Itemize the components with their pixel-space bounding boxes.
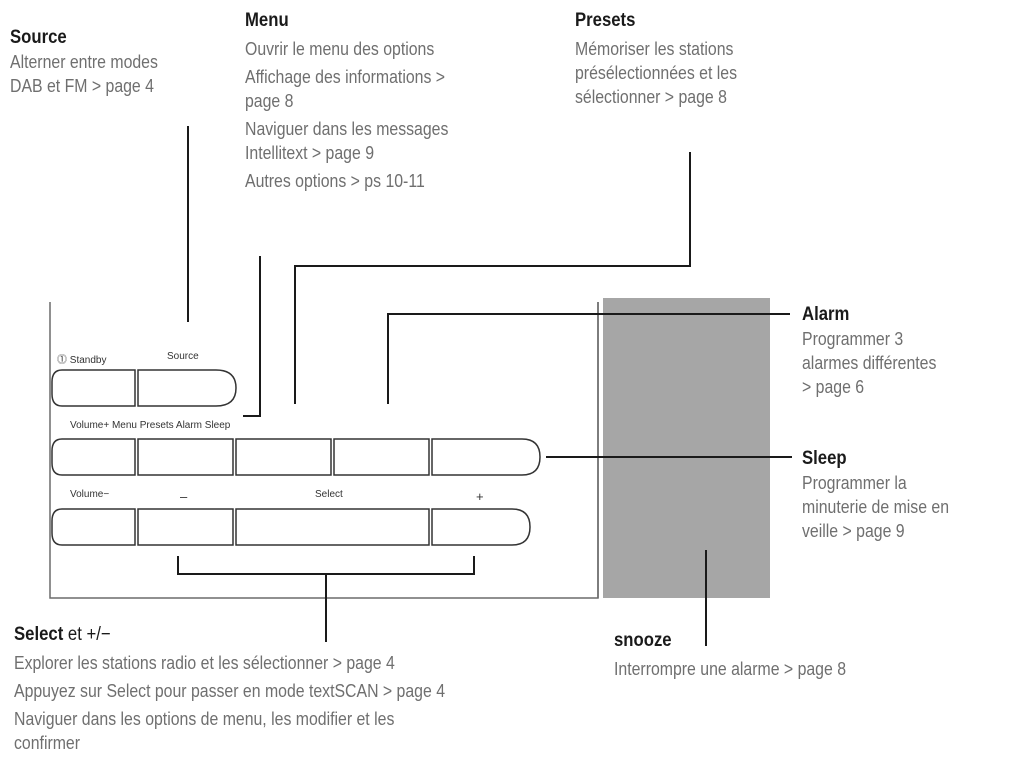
source-line: DAB et FM > page 4 — [10, 76, 154, 96]
select-line: Appuyez sur Select pour passer en mode t… — [14, 681, 446, 701]
presets-line: Mémoriser les stations — [575, 39, 734, 59]
row2-labels: Volume+ Menu Presets Alarm Sleep — [70, 420, 231, 431]
snooze-line: Interrompre une alarme > page 8 — [614, 659, 847, 679]
standby-label: ⓵ Standby — [57, 355, 107, 366]
select-label: Select — [315, 489, 343, 500]
presets-button — [235, 438, 332, 476]
presets-title: Presets — [575, 10, 636, 31]
minus-button — [137, 508, 234, 546]
minus-label: – — [180, 489, 188, 504]
sleep-line: veille > page 9 — [802, 521, 905, 541]
sleep-callout: Sleep Programmer la minuterie de mise en… — [802, 446, 969, 543]
menu-title: Menu — [245, 10, 289, 31]
snooze-callout: snooze Interrompre une alarme > page 8 — [614, 628, 878, 681]
menu-line: Ouvrir le menu des options — [245, 39, 435, 59]
alarm-button — [333, 438, 430, 476]
alarm-callout: Alarm Programmer 3 alarmes différentes >… — [802, 302, 955, 399]
select-line: Explorer les stations radio et les sélec… — [14, 653, 395, 673]
sleep-line: Programmer la — [802, 473, 907, 493]
snooze-bar — [603, 298, 770, 598]
sleep-title: Sleep — [802, 448, 847, 469]
menu-line: Affichage des informations > — [245, 67, 446, 87]
volume-minus-label: Volume− — [70, 489, 110, 500]
select-line: Naviguer dans les options de menu, les m… — [14, 709, 395, 729]
plus-button — [431, 508, 531, 546]
source-panel-label: Source — [167, 351, 199, 362]
select-title-bold: Select — [14, 624, 64, 645]
presets-line: sélectionner > page 8 — [575, 87, 727, 107]
select-line: confirmer — [14, 733, 81, 753]
menu-line: Autres options > ps 10-11 — [245, 171, 425, 191]
menu-line: Naviguer dans les messages — [245, 119, 449, 139]
select-button — [235, 508, 430, 546]
alarm-line: > page 6 — [802, 377, 865, 397]
alarm-title: Alarm — [802, 304, 850, 325]
presets-line: présélectionnées et les — [575, 63, 738, 83]
alarm-line: alarmes différentes — [802, 353, 937, 373]
source-button — [137, 369, 237, 407]
source-title: Source — [10, 27, 67, 48]
sleep-button — [431, 438, 541, 476]
alarm-leader — [387, 313, 790, 404]
menu-line: Intellitext > page 9 — [245, 143, 375, 163]
menu-leader — [243, 256, 261, 417]
source-line: Alterner entre modes — [10, 52, 158, 72]
select-callout: Select et +/− Explorer les stations radi… — [14, 622, 504, 755]
source-callout: Source Alterner entre modes DAB et FM > … — [10, 25, 178, 98]
menu-line: page 8 — [245, 91, 294, 111]
menu-callout: Menu Ouvrir le menu des options Affichag… — [245, 8, 476, 193]
standby-button — [51, 369, 136, 407]
select-title-rest: et +/− — [63, 624, 111, 645]
presets-leader — [294, 152, 691, 404]
menu-button — [137, 438, 234, 476]
volume-minus-button — [51, 508, 136, 546]
select-title: Select et +/− — [14, 622, 445, 647]
snooze-title: snooze — [614, 630, 672, 651]
volume-plus-button — [51, 438, 136, 476]
alarm-line: Programmer 3 — [802, 329, 904, 349]
sleep-line: minuterie de mise en — [802, 497, 950, 517]
plus-label: + — [476, 489, 484, 504]
presets-callout: Presets Mémoriser les stations présélect… — [575, 8, 759, 109]
select-bracket — [177, 556, 475, 575]
